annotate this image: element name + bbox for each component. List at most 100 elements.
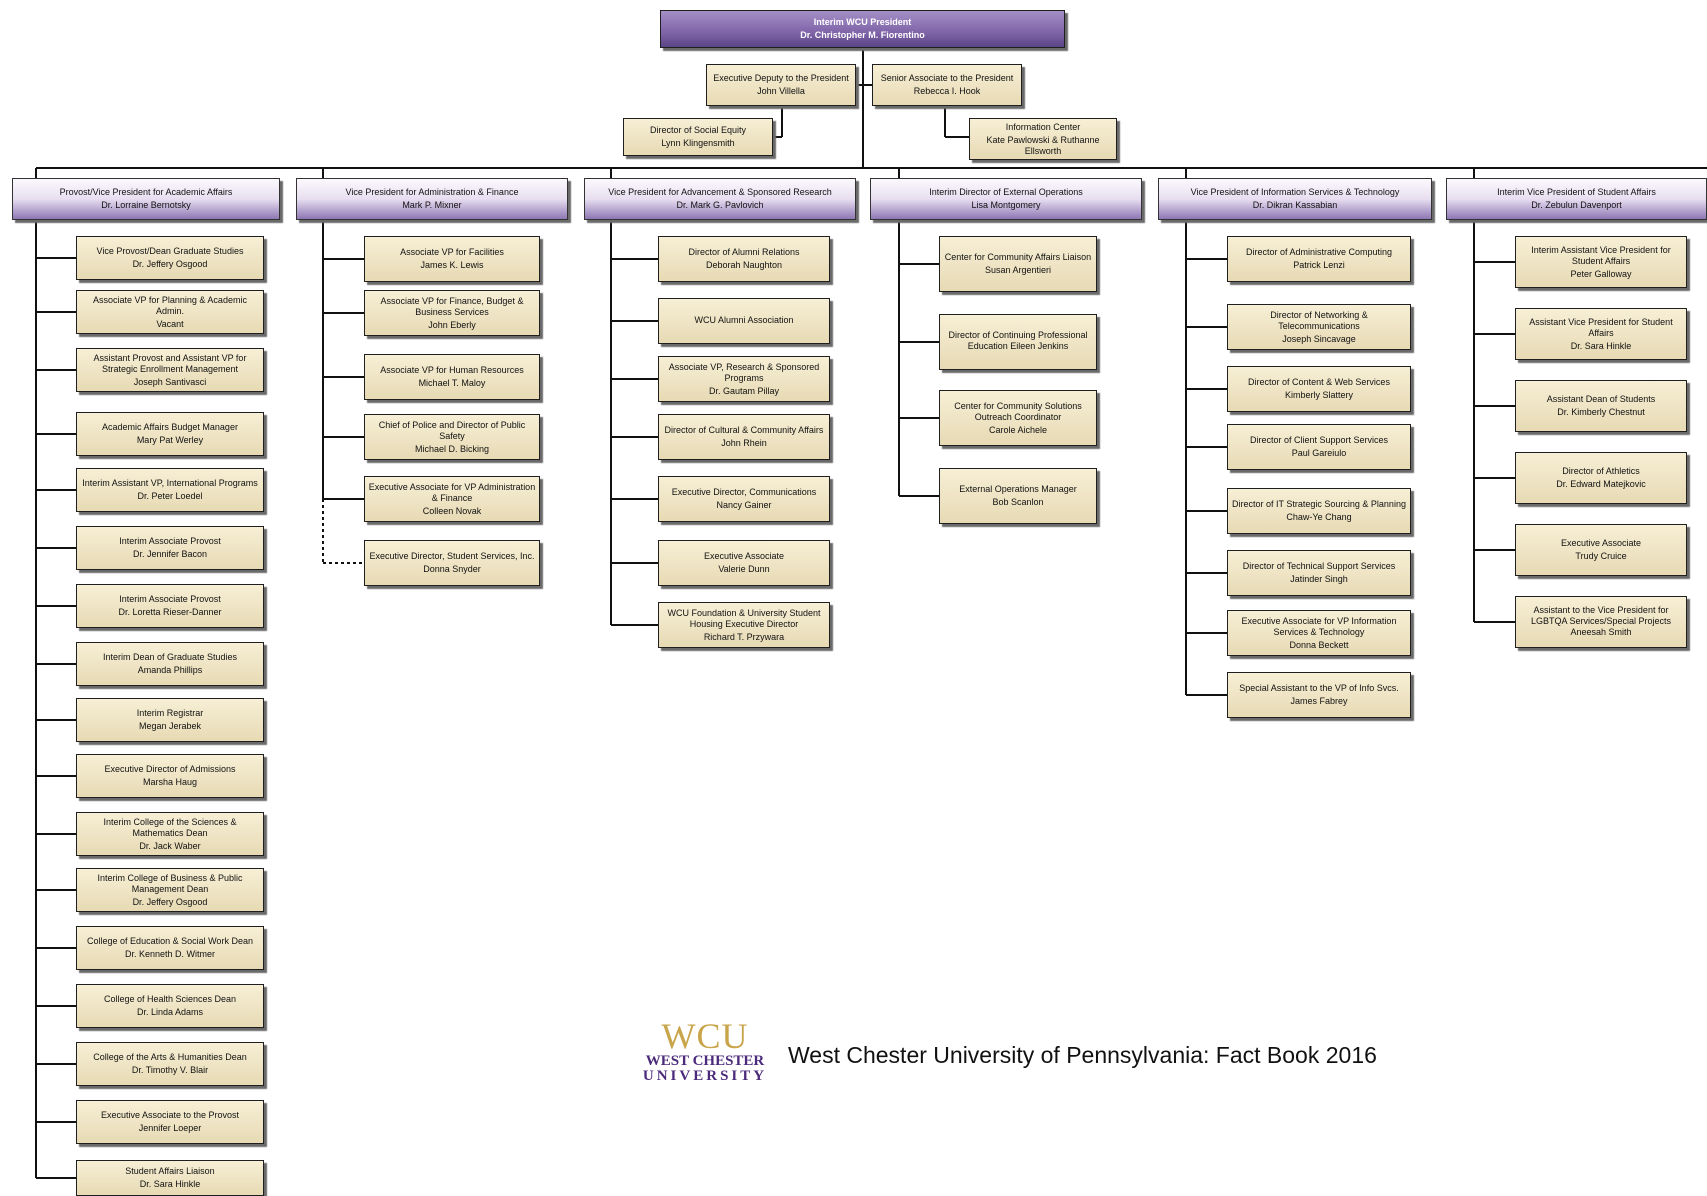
position-title: Director of Alumni Relations: [688, 247, 800, 257]
position-title: Assistant Provost and Assistant VP for S…: [93, 352, 247, 374]
position-title: Executive Associate to the Provost: [100, 1110, 240, 1120]
person-name: John Villella: [757, 86, 805, 96]
position-title: Associate VP for Human Resources: [380, 365, 524, 375]
person-name: John Eberly: [428, 319, 476, 330]
unit-box: WCU Foundation & University Student Hous…: [658, 602, 830, 648]
position-title: Student Affairs Liaison: [125, 1166, 215, 1176]
position-title: Center for Community Solutions Outreach …: [954, 400, 1082, 422]
person-name: Carole Aichele: [988, 424, 1048, 435]
position-title: Executive Director, Communications: [671, 487, 817, 497]
person-name: Dr. Jack Waber: [139, 840, 201, 851]
unit-box: WCU Alumni Association: [658, 298, 830, 344]
person-name: Dr. Loretta Rieser-Danner: [118, 607, 222, 617]
person-name: Dr. Mark G. Pavlovich: [676, 200, 764, 210]
position-title: Executive Associate: [1560, 538, 1642, 548]
unit-box: Associate VP for Planning & Academic Adm…: [76, 290, 264, 334]
position-title: Associate VP for Facilities: [400, 247, 504, 257]
position-title: Academic Affairs Budget Manager: [102, 422, 238, 432]
position-title: Provost/Vice President for Academic Affa…: [59, 187, 233, 197]
person-name: Dr. Sara Hinkle: [1570, 340, 1632, 351]
position-title: Vice Provost/Dean Graduate Studies: [96, 246, 244, 256]
person-name: James Fabrey: [1290, 696, 1348, 706]
position-title: College of Education & Social Work Dean: [87, 936, 253, 946]
division-header: Vice President of Information Services &…: [1158, 178, 1432, 220]
logo-line1: WEST CHESTER: [645, 1053, 765, 1069]
position-title: Assistant Dean of Students: [1546, 394, 1656, 404]
person-name: Chaw-Ye Chang: [1286, 512, 1352, 522]
person-name: Jatinder Singh: [1290, 574, 1348, 584]
position-title: Director of Cultural & Community Affairs: [664, 425, 824, 435]
position-title: Information Center: [1005, 121, 1081, 132]
position-title: College of Health Sciences Dean: [103, 994, 237, 1004]
position-title: Associate VP for Finance, Budget & Busin…: [380, 295, 524, 317]
position-title: Chief of Police and Director of Public S…: [378, 419, 526, 441]
person-name: Megan Jerabek: [138, 721, 202, 731]
footer-caption: West Chester University of Pennsylvania:…: [788, 1041, 1377, 1068]
person-name: Bob Scanlon: [992, 497, 1044, 507]
person-name: Joseph Santivasci: [133, 376, 207, 387]
position-title: Vice President for Advancement & Sponsor…: [608, 187, 832, 197]
person-name: Kate Pawlowski & Ruthanne Ellsworth: [986, 134, 1100, 156]
position-title: Assistant to the Vice President for LGBT…: [1530, 604, 1672, 637]
position-title: College of the Arts & Humanities Dean: [93, 1052, 247, 1062]
person-name: Susan Argentieri: [984, 265, 1052, 275]
person-name: Vacant: [156, 318, 184, 329]
unit-box: Executive Director, Student Services, In…: [364, 540, 540, 586]
position-title: Executive Director, Student Services, In…: [369, 551, 535, 561]
position-title: Interim Associate Provost: [119, 536, 221, 546]
person-name: Marsha Haug: [142, 777, 198, 787]
unit-box: Interim College of the Sciences & Mathem…: [76, 812, 264, 856]
person-name: Dr. Kenneth D. Witmer: [124, 949, 216, 959]
division-header: Interim Vice President of Student Affair…: [1446, 178, 1707, 220]
person-name: Dr. Zebulun Davenport: [1531, 200, 1622, 210]
position-title: Interim Dean of Graduate Studies: [102, 652, 238, 662]
position-title: Director of Administrative Computing: [1245, 247, 1393, 257]
position-title: Executive Associate for VP Information S…: [1241, 615, 1397, 637]
position-title: Director of Technical Support Services: [1242, 561, 1396, 571]
person-name: Richard T. Przywara: [703, 631, 785, 642]
position-title: Assistant Vice President for Student Aff…: [1529, 316, 1673, 338]
person-name: Dr. Kimberly Chestnut: [1557, 407, 1645, 417]
unit-box: Director of Continuing Professional Educ…: [939, 314, 1097, 370]
unit-box: Executive Associate for VP Information S…: [1227, 610, 1411, 656]
person-name: Dr. Sara Hinkle: [139, 1179, 201, 1189]
unit-box: Assistant Provost and Assistant VP for S…: [76, 348, 264, 392]
unit-box: Assistant to the Vice President for LGBT…: [1515, 596, 1687, 648]
unit-box: Associate VP for Finance, Budget & Busin…: [364, 290, 540, 336]
person-name: James K. Lewis: [420, 260, 484, 270]
person-name: Dr. Lorraine Bernotsky: [101, 200, 191, 210]
position-title: WCU Foundation & University Student Hous…: [667, 607, 821, 629]
wcu-logo: WCU WEST CHESTER UNIVERSITY: [634, 1018, 776, 1084]
unit-box: Director of Cultural & Community Affairs…: [658, 414, 830, 460]
person-name: Dr. Jeffery Osgood: [132, 259, 208, 269]
person-name: Trudy Cruice: [1575, 551, 1627, 561]
position-title: Director of Continuing Professional Educ…: [948, 330, 1088, 351]
person-name: Rebecca I. Hook: [913, 86, 981, 96]
person-name: Deborah Naughton: [705, 260, 783, 270]
unit-box: Director of IT Strategic Sourcing & Plan…: [1227, 488, 1411, 534]
position-title: Director of Content & Web Services: [1248, 377, 1390, 387]
person-name: Donna Beckett: [1289, 639, 1349, 650]
division-header: Provost/Vice President for Academic Affa…: [12, 178, 280, 220]
person-name: Lisa Montgomery: [971, 200, 1041, 210]
position-title: Interim WCU President: [813, 17, 912, 27]
division-header: Vice President for Administration & Fina…: [296, 178, 568, 220]
position-title: Special Assistant to the VP of Info Svcs…: [1239, 683, 1399, 693]
